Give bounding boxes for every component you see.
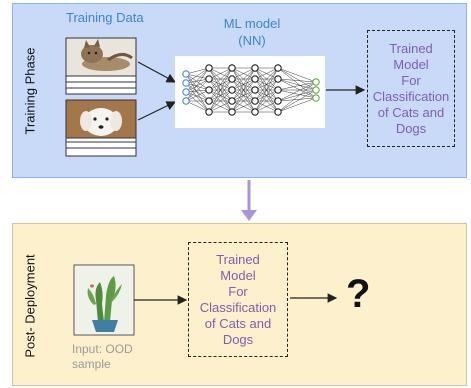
deployed-model-box-line: Trained	[216, 251, 260, 267]
trained-model-box-line: For	[401, 72, 421, 88]
input-ood-label: Input: OOD	[72, 342, 133, 356]
nn-node	[205, 86, 213, 94]
deployed-model-box: Trained Model For Classification of Cats…	[188, 242, 288, 357]
nn-node	[228, 75, 236, 83]
nn-node	[182, 88, 190, 96]
unknown-result-mark: ?	[346, 272, 371, 316]
nn-node	[228, 64, 236, 72]
trained-model-box: Trained Model For Classification of Cats…	[367, 30, 455, 147]
nn-node	[251, 97, 259, 105]
nn-node	[228, 97, 236, 105]
nn-node	[182, 79, 190, 87]
nn-node	[251, 64, 259, 72]
deployed-model-box-line: Classification	[199, 299, 277, 315]
nn-node	[251, 108, 259, 116]
ood-cactus-photo	[73, 264, 135, 336]
nn-node	[251, 86, 259, 94]
nn-node	[182, 97, 190, 105]
deployed-model-box-line: Dogs	[222, 331, 254, 347]
ml-model-subtitle: (NN)	[238, 33, 266, 48]
nn-node	[205, 75, 213, 83]
nn-node	[274, 86, 282, 94]
nn-node	[312, 86, 320, 94]
nn-node	[228, 86, 236, 94]
nn-node	[251, 75, 259, 83]
dog-photo	[80, 108, 122, 136]
nn-node	[274, 75, 282, 83]
nn-node	[274, 97, 282, 105]
trained-model-box-line: Model	[393, 56, 429, 72]
input-ood-label-2: sample	[72, 357, 111, 371]
nn-node	[205, 97, 213, 105]
training-data-title: Training Data	[66, 10, 144, 25]
nn-node	[312, 78, 320, 86]
nn-node	[182, 70, 190, 78]
trained-model-box-line: Trained	[389, 40, 433, 56]
deployed-model-box-line: Model	[220, 267, 256, 283]
nn-node	[312, 94, 320, 102]
trained-model-box-line: of Cats and	[377, 104, 445, 120]
trained-model-box-line: Classification	[372, 88, 450, 104]
nn-node	[274, 108, 282, 116]
trained-model-box-line: Dogs	[395, 120, 427, 136]
nn-node	[205, 64, 213, 72]
deployed-model-box-line: For	[228, 283, 248, 299]
cat-photo	[81, 39, 133, 71]
nn-node	[205, 108, 213, 116]
nn-node	[228, 108, 236, 116]
neural-network-graphic	[175, 56, 325, 128]
nn-node	[274, 64, 282, 72]
ml-model-title: ML model	[223, 16, 281, 31]
deployed-model-box-line: of Cats and	[204, 315, 272, 331]
